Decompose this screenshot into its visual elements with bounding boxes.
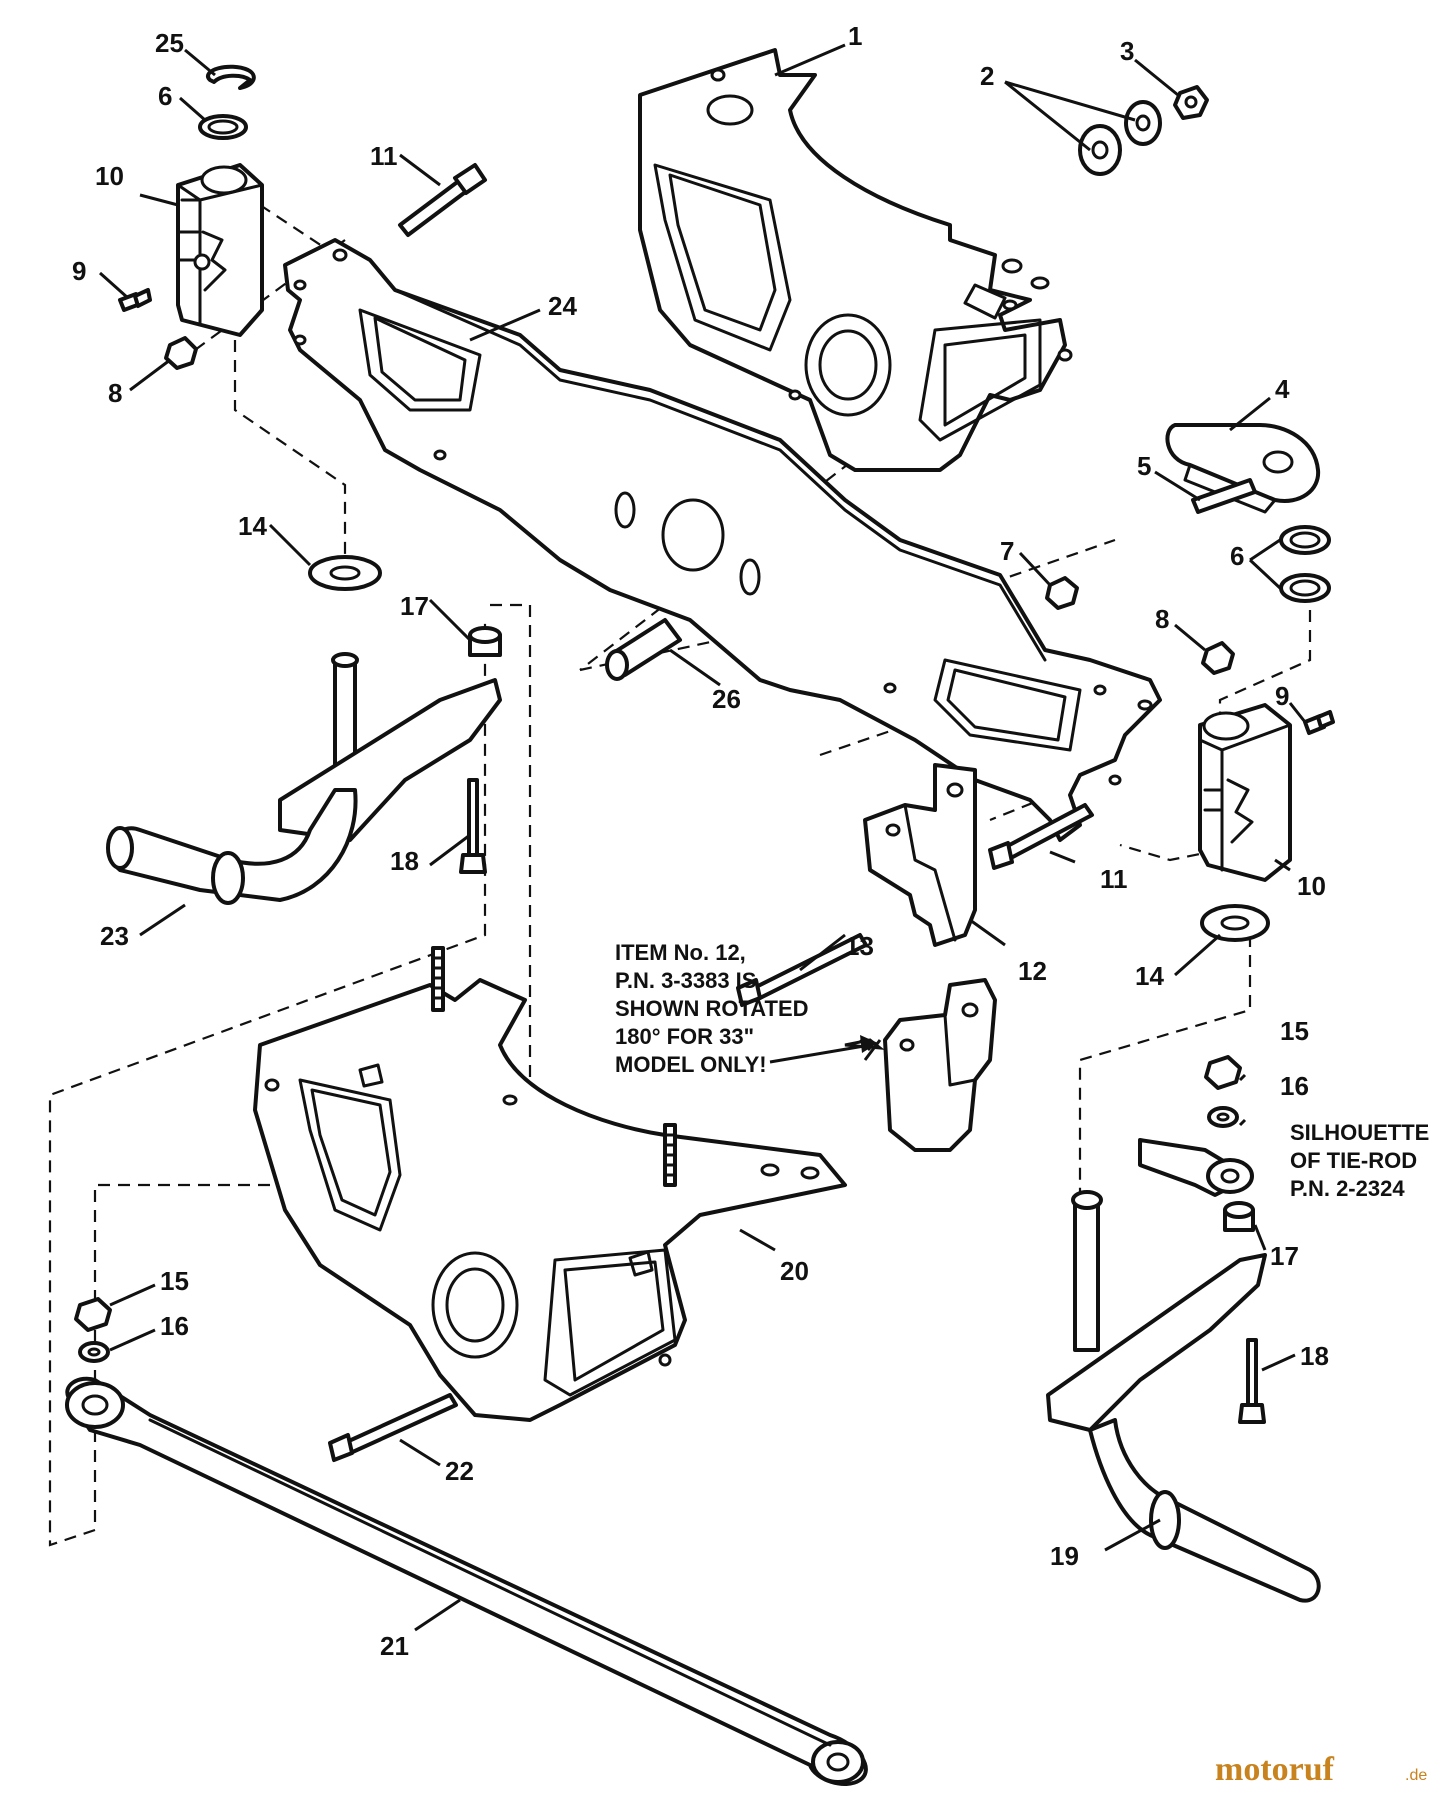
steering-arm [1165,423,1321,514]
callout-8-left: 8 [108,378,122,408]
callout-22: 22 [445,1456,474,1486]
callout-10-right: 10 [1297,871,1326,901]
bolts [328,163,1266,1462]
nut-3 [1173,85,1209,120]
spindle-left [106,652,502,905]
spacers [468,626,1255,1232]
washers-6 [198,114,1331,603]
callout-19: 19 [1050,1541,1079,1571]
callout-2: 2 [980,61,994,91]
thrust-washers [308,555,1270,942]
steering-knuckle-right [1198,703,1292,882]
bracket-12 [863,763,977,947]
roll-pin [1191,478,1257,514]
retaining-ring [206,64,256,90]
watermark-logo: motoruf .de [1215,1751,1427,1788]
callout-17-left: 17 [400,591,429,621]
callout-6-left: 6 [158,81,172,111]
callout-12: 12 [1018,956,1047,986]
callout-21: 21 [380,1631,409,1661]
callout-numbers: 1 2 3 4 5 6 6 7 8 8 9 9 10 10 11 11 12 1… [72,21,1329,1661]
watermark-name: motoruf [1215,1751,1335,1788]
pivot-bushing [605,618,682,681]
note-line-4: 180° FOR 33" [615,1024,754,1049]
guide-line-left-spindle [233,340,347,560]
guide-line-stop [259,204,326,249]
bracket-12-rotated [883,978,997,1152]
callout-18-right: 18 [1300,1341,1329,1371]
note-line-5: MODEL ONLY! [615,1052,767,1077]
callout-7: 7 [1000,536,1014,566]
front-axle-beam [283,238,1162,842]
watermark-suffix: .de [1405,1767,1427,1784]
grease-fittings [118,288,1335,735]
callout-11-lower: 11 [1100,864,1128,894]
spindle-right [1046,1190,1321,1603]
callout-13: 13 [845,931,874,961]
callout-5: 5 [1137,451,1151,481]
steering-knuckle-left [176,163,264,337]
callout-10-left: 10 [95,161,124,191]
callout-25: 25 [155,28,184,58]
note-line-2: P.N. 3-3383 IS [615,968,756,993]
washers-2 [1078,100,1162,176]
tie-rod-note-line-2: OF TIE-ROD [1290,1148,1417,1173]
lower-support-casting [253,978,847,1422]
callout-16-right: 16 [1280,1071,1309,1101]
callout-15-left: 15 [160,1266,189,1296]
callout-9-left: 9 [72,256,86,286]
callout-6-right: 6 [1230,541,1244,571]
tie-rod-note-line-3: P.N. 2-2324 [1290,1176,1405,1201]
callout-23: 23 [100,921,129,951]
note-line-3: SHOWN ROTATED [615,996,809,1021]
callout-8-right: 8 [1155,604,1169,634]
callout-24: 24 [548,291,577,321]
callout-1: 1 [848,21,862,51]
tie-rod-note-line-1: SILHOUETTE [1290,1120,1429,1145]
callout-9-right: 9 [1275,681,1289,711]
callout-15-right: 15 [1280,1016,1309,1046]
callout-14-left: 14 [238,511,267,541]
upper-support-casting [638,48,1073,472]
guide-line-left-frame [48,603,532,1547]
callout-leaders [99,43,1307,1632]
callout-16-left: 16 [160,1311,189,1341]
note-line-1: ITEM No. 12, [615,940,746,965]
rotated-item-note: ITEM No. 12, P.N. 3-3383 IS SHOWN ROTATE… [615,940,878,1077]
tie-rod-note: SILHOUETTE OF TIE-ROD P.N. 2-2324 [1290,1120,1429,1201]
guide-line-right-spindle [1078,935,1252,1195]
lower-casting-studs [431,946,677,1187]
callout-20: 20 [780,1256,809,1286]
callout-18-left: 18 [390,846,419,876]
callout-11-upper: 11 [370,141,398,171]
tie-rod [65,1376,868,1786]
callout-14-right: 14 [1135,961,1164,991]
callout-26: 26 [712,684,741,714]
tie-rod-silhouette [1138,1138,1254,1197]
nuts [74,336,1242,1363]
callout-17-right: 17 [1270,1241,1299,1271]
callout-3: 3 [1120,36,1134,66]
callout-4: 4 [1275,374,1290,404]
